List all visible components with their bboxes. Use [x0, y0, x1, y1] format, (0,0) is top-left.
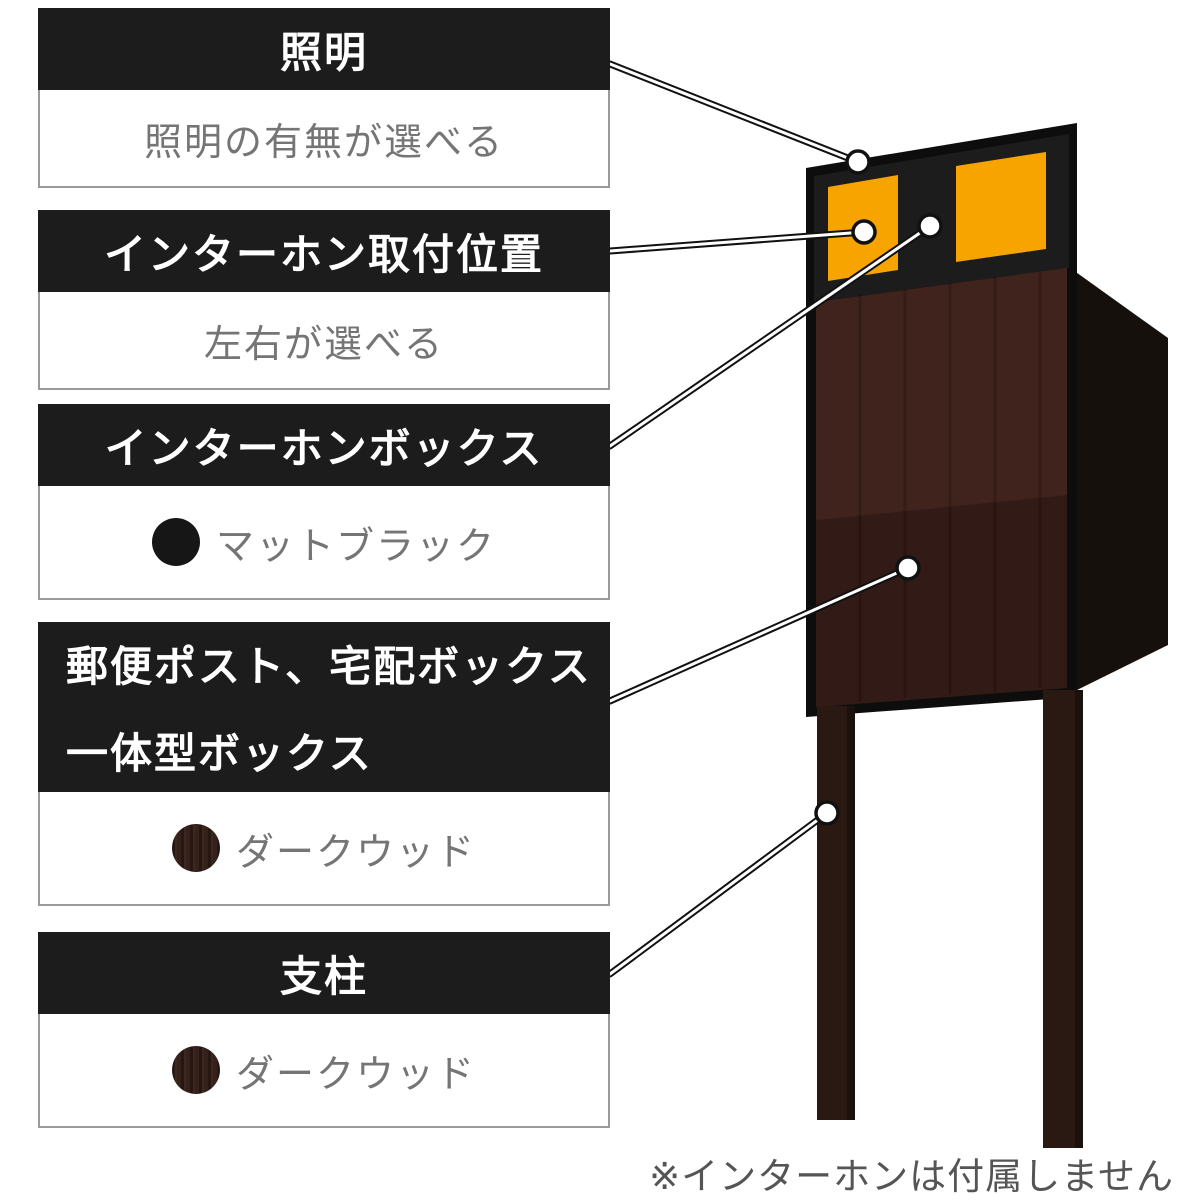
leader-lines: [606, 60, 934, 978]
callout-title-line1: 郵便ポスト、宅配ボックス: [66, 643, 592, 690]
leader-line-mailbox: [606, 564, 912, 705]
marker-intercom-box: [917, 213, 943, 239]
callout-intercom-box-body: マットブラック: [38, 486, 610, 600]
callout-post-title: 支柱: [38, 932, 610, 1014]
leader-line-lighting: [606, 60, 862, 166]
callout-lighting-title: 照明: [38, 8, 610, 90]
callout-intercom-box: インターホンボックス マットブラック: [38, 404, 610, 600]
post-right-edge-shade: [1075, 690, 1083, 1148]
cabinet-side-panel: [1073, 270, 1168, 692]
callout-intercom-position-body: 左右が選べる: [38, 292, 610, 390]
color-swatch-dark-wood: [171, 1046, 220, 1094]
callout-intercom-position: インターホン取付位置 左右が選べる: [38, 210, 610, 390]
callout-post: 支柱 ダークウッド: [38, 932, 610, 1128]
callout-intercom-box-title: インターホンボックス: [38, 404, 610, 486]
callout-lighting: 照明 照明の有無が選べる: [38, 8, 610, 188]
callout-title-text: インターホン取付位置: [103, 230, 544, 278]
post-left-edge-shade: [847, 706, 855, 1120]
lighting-window-right: [956, 152, 1046, 262]
callout-mailbox-body: ダークウッド: [38, 792, 610, 906]
post-right: [1043, 690, 1083, 1148]
callout-lighting-body: 照明の有無が選べる: [38, 90, 610, 188]
marker-post: [814, 800, 840, 826]
leader-line-post: [606, 809, 831, 978]
leader-markers: [814, 149, 943, 826]
post-left: [817, 706, 855, 1120]
color-swatch-dark-wood: [171, 824, 220, 872]
color-swatch-matte-black: [151, 518, 200, 566]
callout-post-body: ダークウッド: [38, 1014, 610, 1128]
marker-lighting: [845, 149, 871, 175]
callout-title-text: 支柱: [279, 952, 368, 1000]
swatch-label: ダークウッド: [235, 1053, 476, 1096]
callout-mailbox-title: 郵便ポスト、宅配ボックス 一体型ボックス: [38, 622, 610, 792]
swatch-label: ダークウッド: [235, 831, 476, 874]
swatch-label: マットブラック: [215, 525, 496, 568]
callout-title-text: インターホンボックス: [104, 424, 544, 472]
leader-line-intercom-position: [606, 228, 868, 255]
callout-title-line2: 一体型ボックス: [66, 730, 373, 777]
marker-mailbox: [895, 555, 921, 581]
callout-title-text: 照明: [279, 28, 368, 76]
callout-body-text: 照明の有無が選べる: [143, 121, 504, 164]
disclaimer-note: ※インターホンは付属しません: [649, 1156, 1174, 1197]
wood-shading: [816, 495, 1067, 707]
marker-intercom-position: [851, 219, 877, 245]
wood-grain: [858, 272, 1042, 702]
leader-line-intercom-box: [606, 222, 934, 450]
callout-mailbox: 郵便ポスト、宅配ボックス 一体型ボックス ダークウッド: [38, 622, 610, 906]
cabinet-wood-panel: [816, 268, 1067, 707]
callout-intercom-position-title: インターホン取付位置: [38, 210, 610, 292]
callout-body-text: 左右が選べる: [203, 323, 444, 366]
